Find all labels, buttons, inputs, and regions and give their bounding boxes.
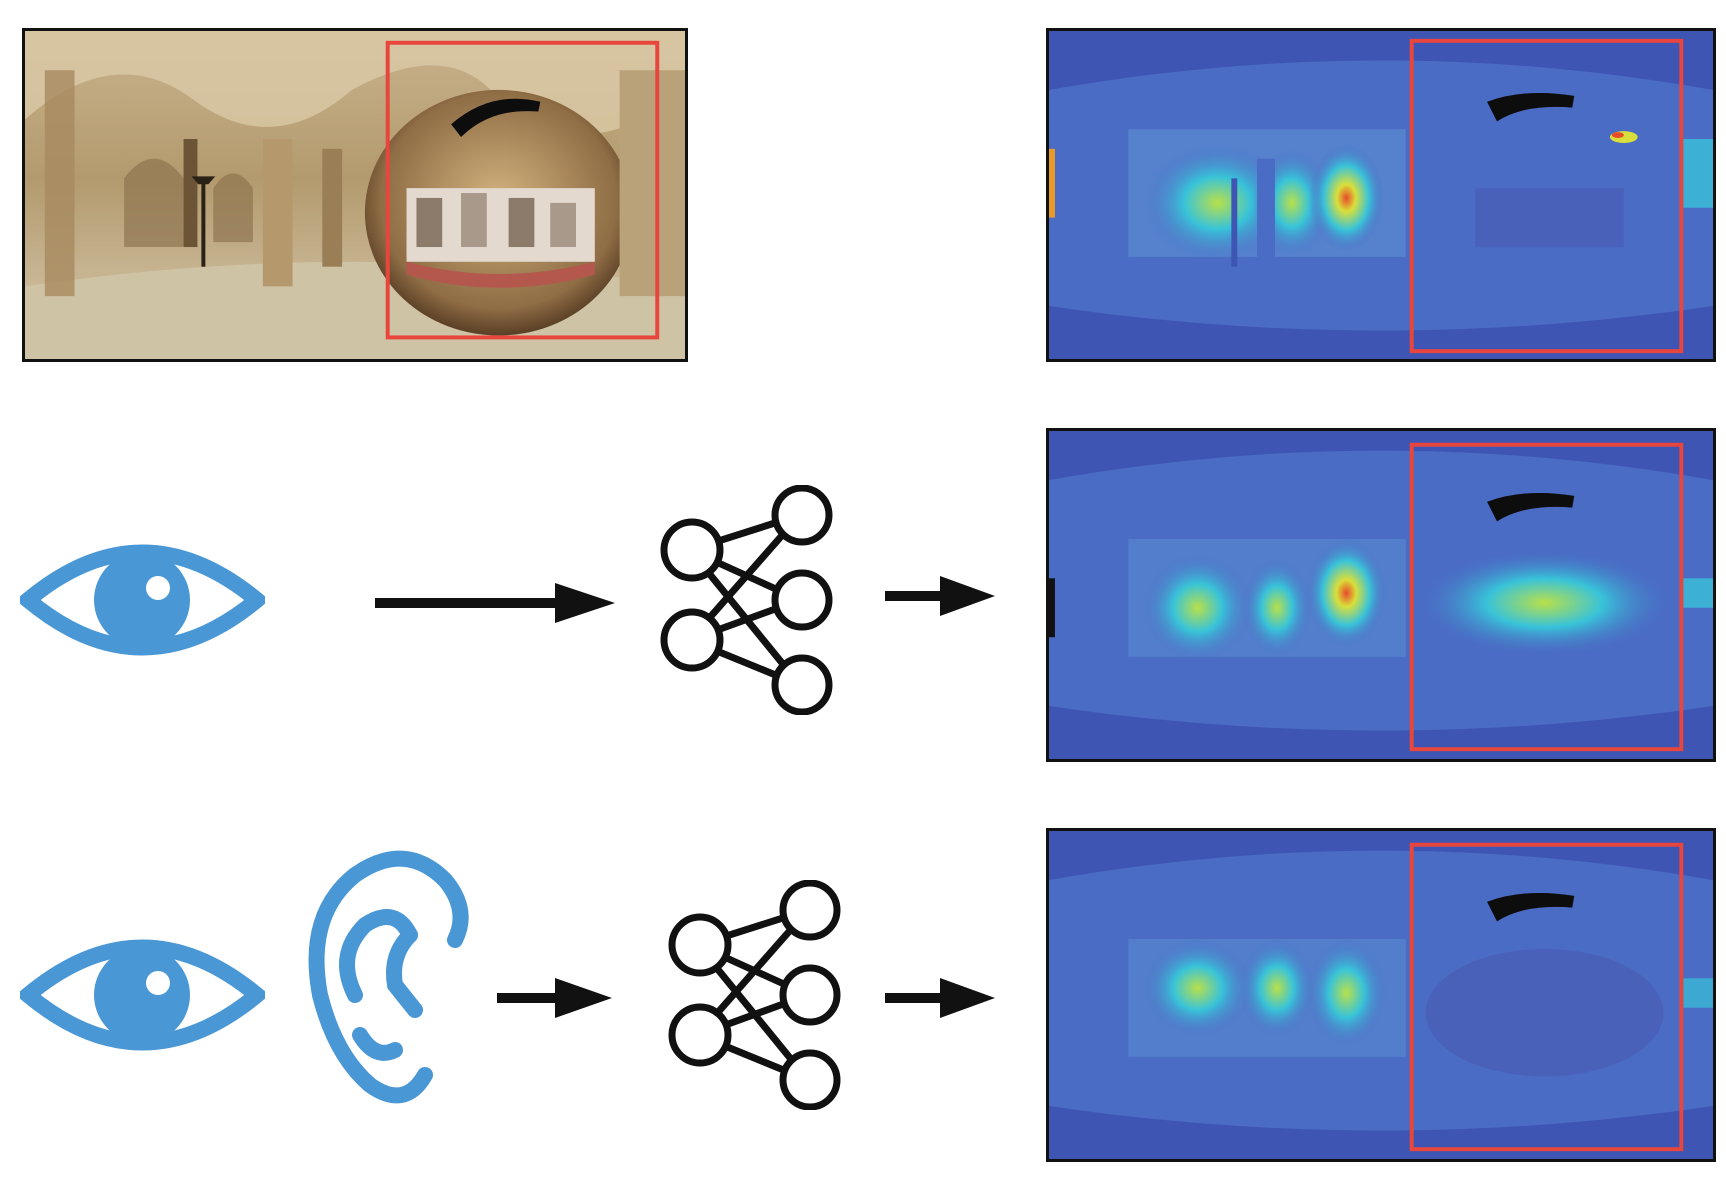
right-arrow-icon [375, 583, 615, 623]
right-arrow-icon [885, 978, 995, 1018]
eye-icon [20, 535, 265, 665]
neural-network-icon [668, 880, 848, 1110]
eye-icon [20, 930, 265, 1060]
rgb-panorama [22, 28, 688, 362]
depth-map-from-vision-and-audio [1046, 828, 1716, 1162]
right-arrow-icon [885, 576, 995, 616]
ground-truth-depth-map [1046, 28, 1716, 362]
ear-icon [295, 845, 470, 1110]
right-arrow-icon [497, 978, 612, 1018]
neural-network-icon [660, 485, 840, 715]
depth-map-from-vision [1046, 428, 1716, 762]
